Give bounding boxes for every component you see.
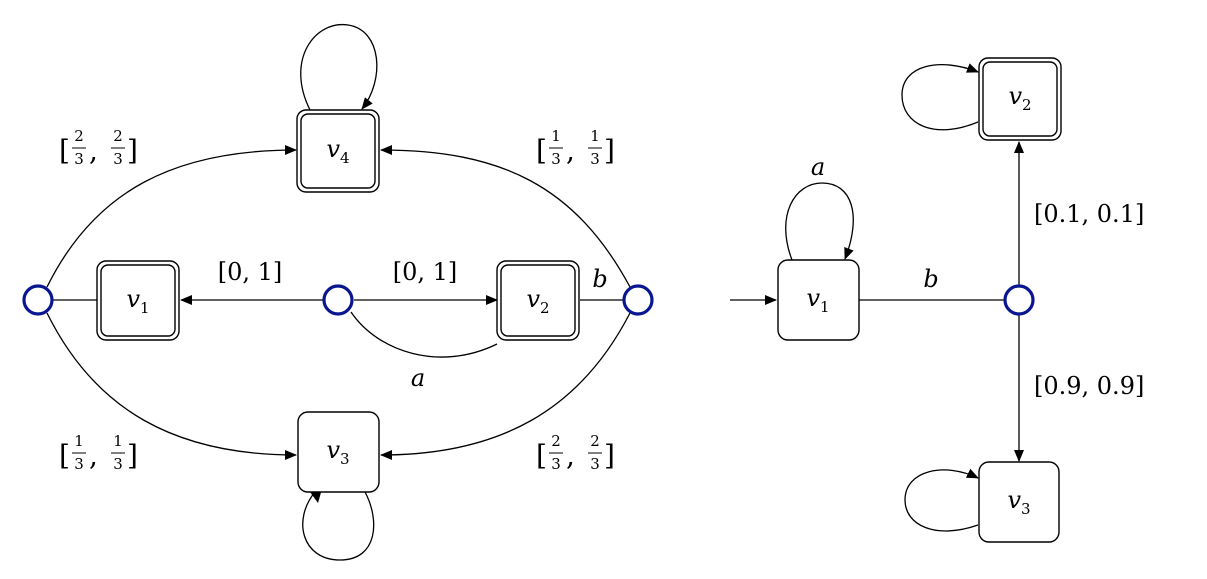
state-v2-right: v2	[978, 57, 1062, 141]
svg-text:2: 2	[113, 127, 123, 145]
svg-text:3: 3	[590, 455, 600, 473]
label-edge-to-v1: [0, 1]	[218, 258, 283, 286]
label-loop-a: a	[811, 153, 825, 181]
svg-text:1: 1	[113, 432, 123, 450]
state-v4-label: v4	[326, 135, 349, 167]
choice-node-right	[622, 284, 654, 316]
state-v3: v3	[297, 411, 380, 493]
svg-text:1: 1	[590, 127, 600, 145]
label-action-b-right: b	[923, 265, 938, 293]
svg-text:]: ]	[604, 439, 615, 472]
label-action-b: b	[592, 265, 607, 293]
state-v3-label: v3	[326, 436, 349, 468]
label-edge-to-v2: [0, 1]	[393, 258, 458, 286]
svg-text:,: ,	[89, 134, 98, 167]
svg-text:3: 3	[113, 150, 123, 168]
state-v1-right-label: v1	[806, 284, 829, 316]
edge-left-choice-to-v4	[46, 145, 297, 288]
svg-text:3: 3	[113, 455, 123, 473]
loop-v2	[901, 63, 979, 131]
right-diagram: v1 v2 v3 a b [0.1, 0.1] [0.9, 0.9]	[730, 57, 1144, 543]
loop-v3	[302, 491, 375, 561]
edge-v2-action-a	[350, 311, 498, 358]
state-v2-right-label: v2	[1008, 82, 1031, 114]
svg-text:3: 3	[590, 150, 600, 168]
state-v4: v4	[296, 109, 380, 193]
svg-text:1: 1	[551, 127, 561, 145]
label-action-a: a	[411, 364, 425, 392]
left-diagram: v1 v2 v4 v3 [0, 1] [0, 1] a b [ 2	[22, 24, 654, 561]
state-v1: v1	[96, 260, 180, 341]
label-interval-left-to-v4: [ 2 3 , 2 3 ]	[59, 127, 138, 168]
edge-right-choice-to-v4	[380, 145, 631, 288]
svg-text:[: [	[59, 439, 70, 472]
svg-text:2: 2	[74, 127, 84, 145]
svg-text:3: 3	[551, 150, 561, 168]
svg-text:[: [	[536, 134, 547, 167]
edge-right-choice-to-v3	[380, 312, 631, 460]
choice-node-left	[22, 284, 54, 316]
state-v1-right: v1	[777, 259, 860, 341]
label-interval-to-v2: [0.1, 0.1]	[1034, 200, 1144, 228]
svg-text:,: ,	[89, 439, 98, 472]
svg-text:]: ]	[604, 134, 615, 167]
loop-v4	[300, 24, 378, 111]
state-v3-right: v3	[978, 461, 1060, 543]
loop-v3-right	[904, 468, 979, 532]
choice-node-right-diagram	[1003, 284, 1035, 316]
svg-text:,: ,	[566, 134, 575, 167]
svg-text:,: ,	[566, 439, 575, 472]
svg-text:]: ]	[127, 134, 138, 167]
choice-node-center	[322, 284, 354, 316]
edge-left-choice-to-v3	[46, 312, 297, 460]
svg-text:2: 2	[551, 432, 561, 450]
label-interval-to-v3: [0.9, 0.9]	[1034, 372, 1144, 400]
svg-text:1: 1	[74, 432, 84, 450]
label-interval-left-to-v3: [ 1 3 , 1 3 ]	[59, 432, 138, 473]
label-interval-right-to-v4: [ 1 3 , 1 3 ]	[536, 127, 615, 168]
state-v2: v2	[496, 260, 580, 341]
svg-text:2: 2	[590, 432, 600, 450]
label-interval-right-to-v3: [ 2 3 , 2 3 ]	[536, 432, 615, 473]
state-v3-right-label: v3	[1007, 486, 1030, 518]
svg-text:[: [	[59, 134, 70, 167]
state-v2-label: v2	[526, 285, 549, 317]
svg-text:3: 3	[551, 455, 561, 473]
svg-text:[: [	[536, 439, 547, 472]
state-v1-label: v1	[126, 285, 149, 317]
svg-text:3: 3	[74, 150, 84, 168]
svg-text:3: 3	[74, 455, 84, 473]
loop-v1	[785, 182, 854, 261]
svg-text:]: ]	[127, 439, 138, 472]
